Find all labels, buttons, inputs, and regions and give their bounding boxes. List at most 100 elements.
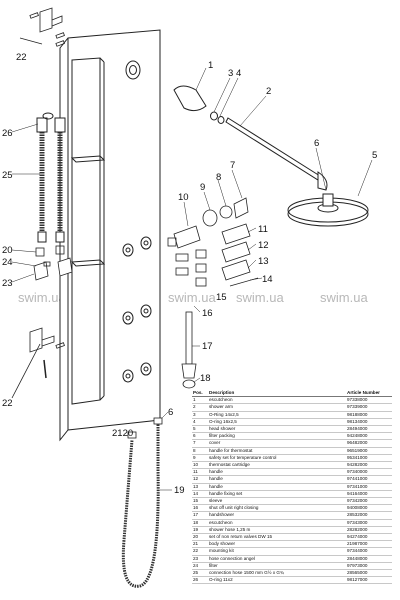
callout-19: 19	[174, 485, 185, 496]
shower-arm	[225, 117, 321, 181]
callout-24: 24	[2, 257, 13, 268]
row-article: 28282000	[346, 526, 392, 535]
row-pos: 9	[192, 454, 208, 463]
row-article: 97341000	[346, 483, 392, 491]
row-description: set of non return valves DW 15	[208, 533, 346, 542]
body-jet-6	[140, 362, 152, 376]
row-pos: 12	[192, 475, 208, 484]
row-description: handle	[208, 468, 346, 477]
body-jet-5	[122, 369, 134, 383]
callout-8: 8	[216, 172, 221, 183]
row-pos: 6	[192, 432, 208, 441]
body-jet-4	[140, 304, 152, 318]
row-pos: 18	[192, 519, 208, 527]
callout-12: 12	[258, 240, 269, 251]
row-description: O-ring 11x2	[208, 576, 346, 585]
angle-fitting-right	[57, 257, 73, 277]
row-description: handshower	[208, 511, 346, 520]
angle-fittings	[33, 245, 73, 281]
row-description: hose connection angel	[208, 555, 346, 563]
panel-shelf-1	[70, 155, 106, 163]
head-shower-assembly	[173, 85, 369, 227]
row-pos: 2	[192, 403, 208, 412]
row-article: 95341000	[346, 454, 392, 463]
row-description: shut off unit right closing	[208, 504, 346, 513]
shower-hose	[121, 422, 160, 588]
escutcheon-18	[182, 379, 196, 389]
row-description: escutcheon	[208, 396, 346, 405]
row-pos: 19	[192, 526, 208, 535]
row-article: 28565000	[346, 569, 392, 578]
row-description: handle	[208, 475, 346, 484]
row-pos: 13	[192, 483, 208, 491]
row-pos: 17	[192, 511, 208, 520]
body-jet-2	[140, 236, 152, 250]
callout-17: 17	[202, 341, 213, 352]
row-pos: 1	[192, 396, 208, 405]
row-description: shower arm	[208, 403, 346, 412]
callout-26: 26	[2, 128, 13, 139]
row-article: 98134000	[346, 418, 392, 427]
callout-23: 23	[2, 278, 13, 289]
row-article: 94274000	[346, 533, 392, 542]
handle-13	[221, 259, 251, 281]
top-mounting-bracket	[19, 7, 65, 47]
callout-18: 18	[200, 373, 211, 384]
safety-set	[202, 209, 218, 227]
row-description: safety set for temperature control	[208, 454, 346, 463]
row-pos: 7	[192, 439, 208, 448]
row-description: body shower	[208, 540, 346, 549]
cover	[233, 197, 249, 219]
leader-lines	[11, 67, 373, 491]
row-pos: 26	[192, 576, 208, 585]
angle-fitting-left	[33, 261, 49, 281]
handshower	[185, 311, 193, 365]
watermark-3: swim.ua	[168, 290, 216, 305]
row-pos: 25	[192, 569, 208, 578]
header-pos: Pos.	[192, 390, 208, 398]
row-pos: 4	[192, 418, 208, 427]
watermark-5: swim.ua	[320, 290, 368, 305]
callout-1: 1	[208, 60, 213, 71]
handle-11	[221, 223, 251, 245]
row-pos: 5	[192, 425, 208, 434]
callout-22-top: 22	[16, 52, 27, 63]
shower-panel	[59, 29, 161, 442]
header-article: Article Number	[346, 390, 392, 398]
row-pos: 3	[192, 411, 208, 419]
handle-12	[221, 241, 251, 263]
row-description: cover	[208, 439, 346, 448]
callout-3: 3	[228, 68, 233, 79]
row-pos: 24	[192, 562, 208, 571]
row-pos: 20	[192, 533, 208, 542]
row-article: 97342000	[346, 497, 392, 506]
callout-15: 15	[216, 292, 227, 303]
body-jet-3	[122, 311, 134, 325]
callout-11: 11	[258, 224, 268, 235]
bottom-mounting-bracket	[11, 327, 65, 399]
row-article: 97340000	[346, 468, 392, 477]
o-ring-3	[210, 111, 218, 121]
row-article: 96519000	[346, 447, 392, 455]
row-description: filter packing	[208, 432, 346, 441]
row-article: 28448000	[346, 555, 392, 563]
header-description: Description	[208, 390, 346, 398]
row-pos: 8	[192, 447, 208, 455]
row-article: 28532000	[346, 511, 392, 520]
